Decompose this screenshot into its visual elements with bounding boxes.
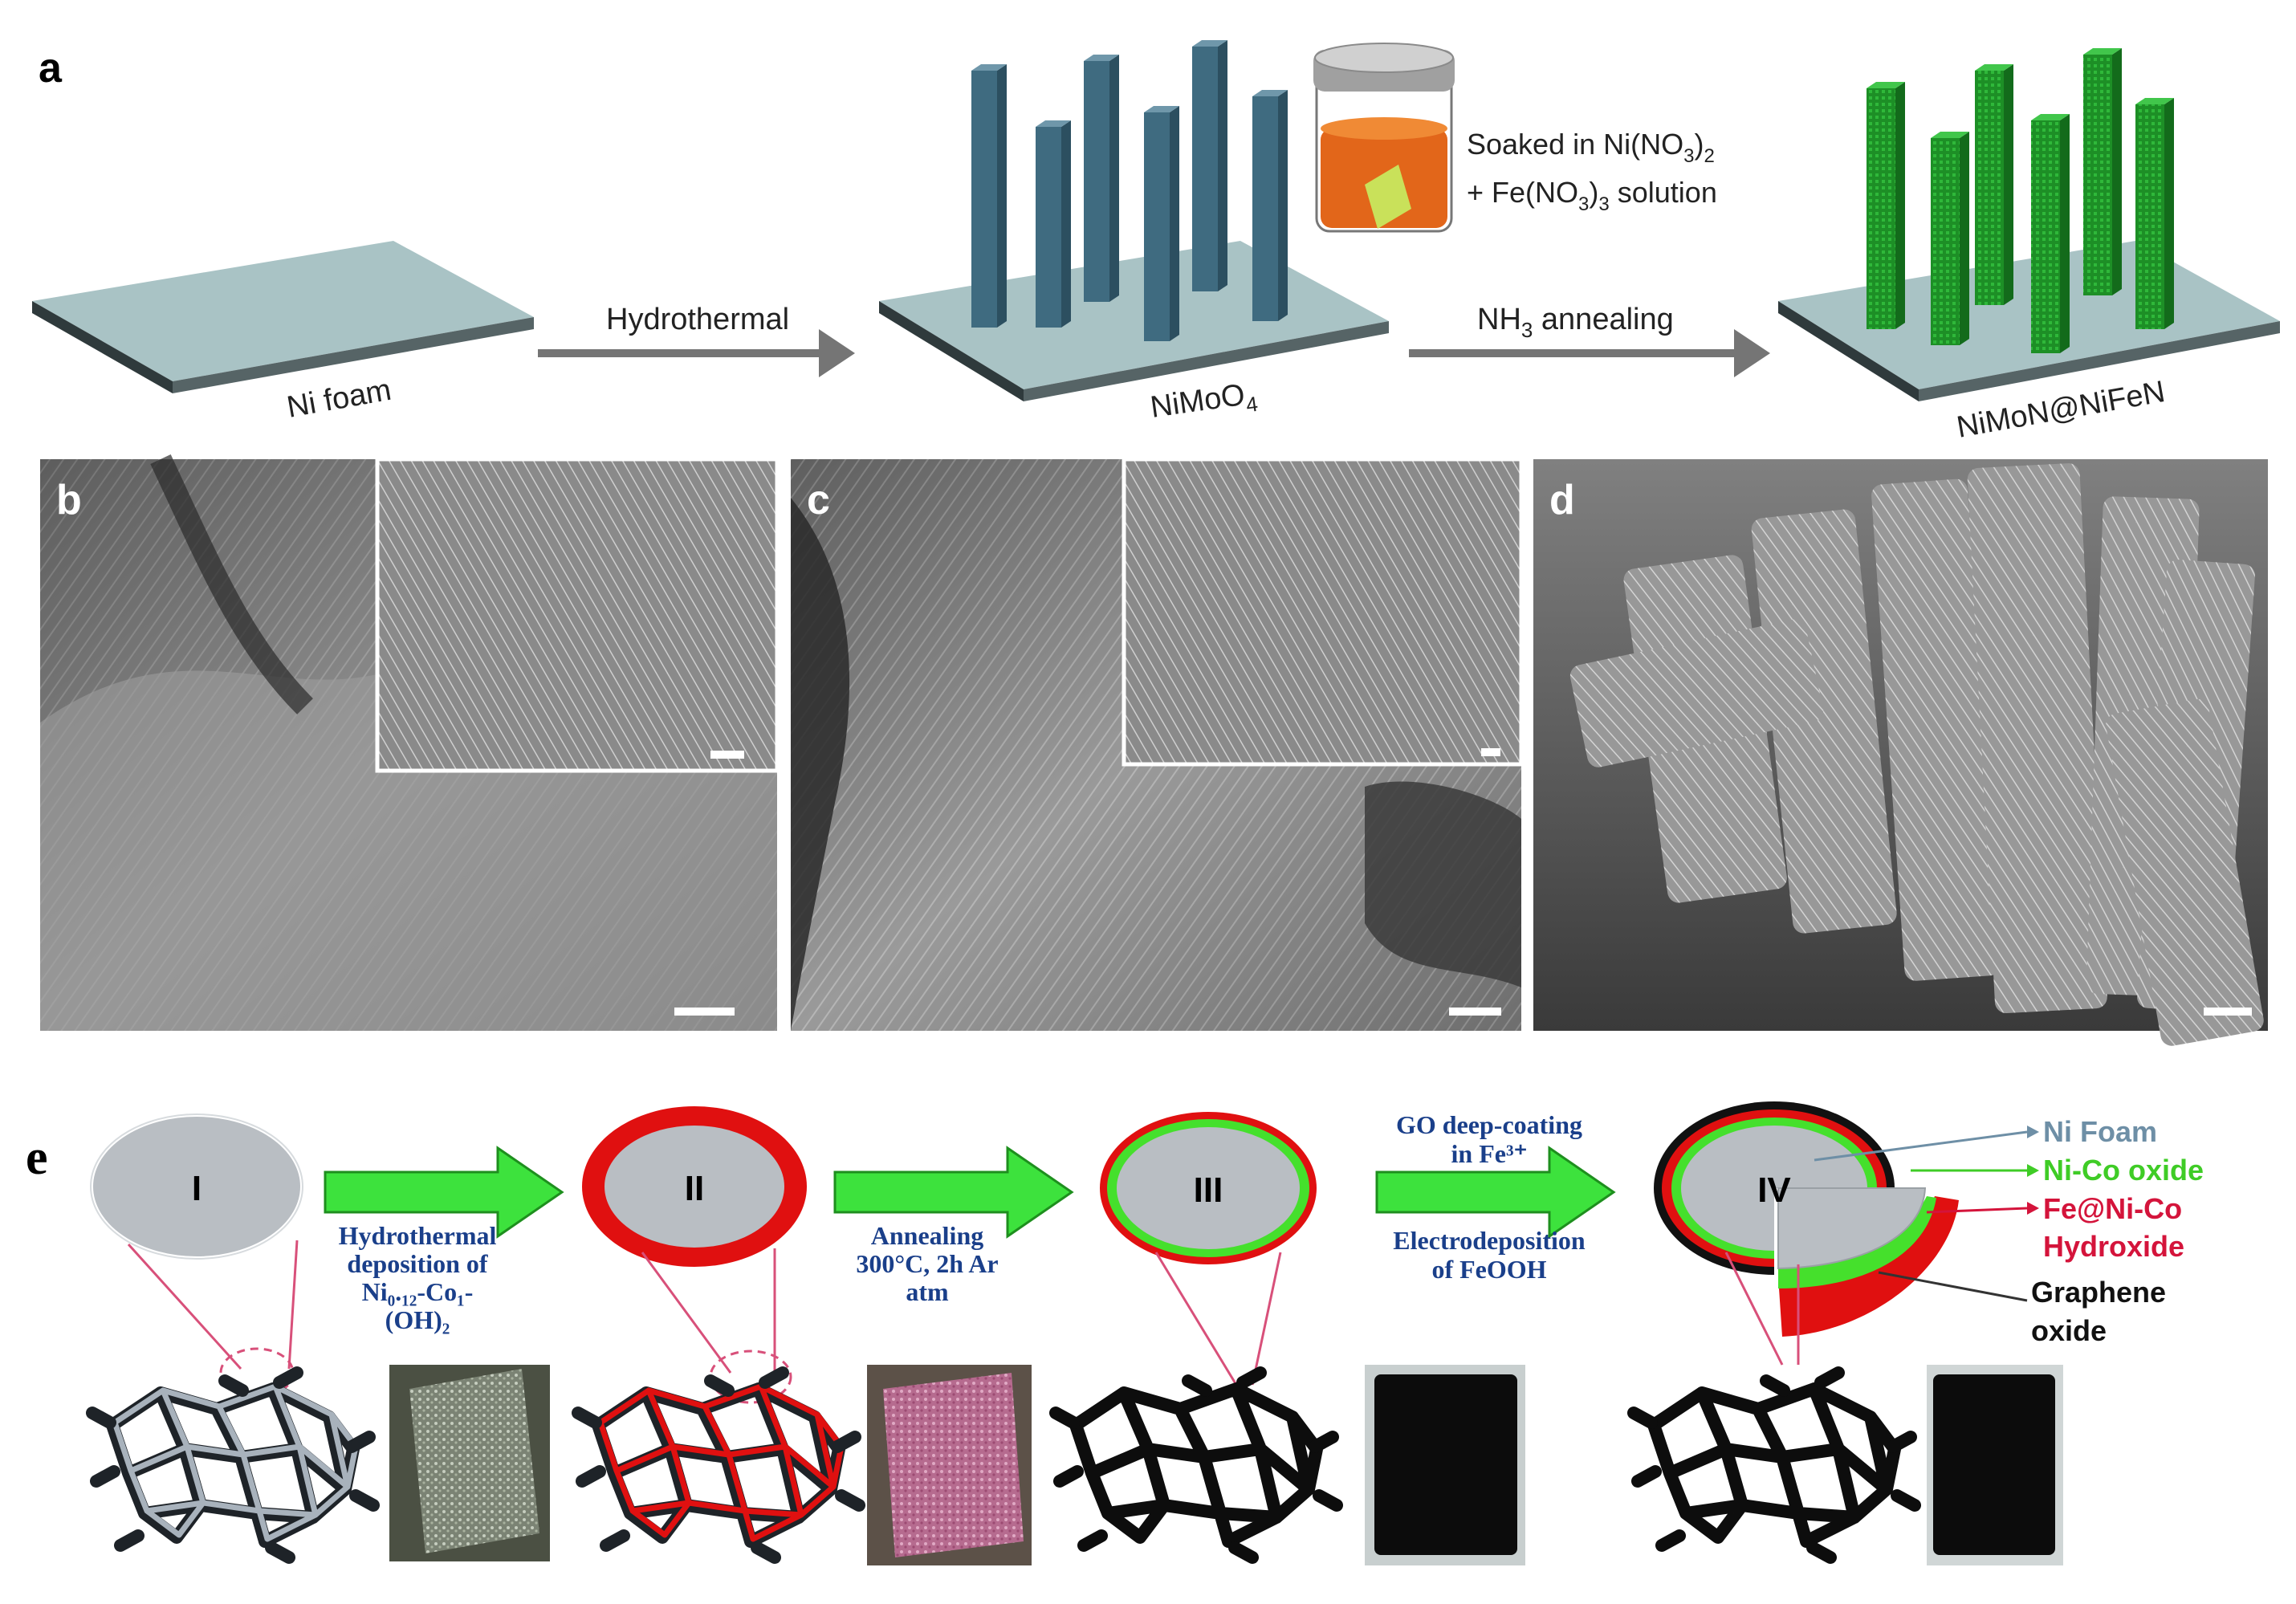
nimon-nifen-rod bbox=[1867, 82, 1905, 329]
svg-text:in Fe³⁺: in Fe³⁺ bbox=[1451, 1139, 1528, 1168]
svg-text:300°C, 2h Ar: 300°C, 2h Ar bbox=[856, 1249, 998, 1278]
nimoo4-rod bbox=[1192, 40, 1227, 291]
stage-ni-foam-label: Ni foam bbox=[284, 373, 393, 425]
legend-graphene-line2: oxide bbox=[2031, 1314, 2107, 1347]
foam-network-final bbox=[1634, 1373, 1915, 1557]
soak-label-line1: Soaked in Ni(NO3)2 bbox=[1467, 128, 1715, 167]
sem-b-label: b bbox=[56, 477, 82, 523]
nimoo4-rod bbox=[1084, 55, 1119, 302]
step1-text: Hydrothermal deposition of Ni₀.₁₂-Co₁- (… bbox=[339, 1221, 497, 1334]
step-nh3-annealing-label: NH3 annealing bbox=[1477, 303, 1674, 342]
nimon-nifen-rod bbox=[2031, 114, 2070, 353]
svg-text:atm: atm bbox=[906, 1277, 949, 1306]
sem-c-label: c bbox=[807, 477, 830, 523]
arrow-nh3-annealing bbox=[1409, 329, 1770, 377]
svg-text:GO deep-coating: GO deep-coating bbox=[1396, 1110, 1582, 1139]
photo-hydroxide-foam bbox=[867, 1365, 1032, 1565]
vial-icon bbox=[1313, 43, 1455, 231]
svg-text:deposition of: deposition of bbox=[347, 1249, 487, 1278]
nimoo4-rod bbox=[971, 64, 1007, 328]
soak-label-line2: + Fe(NO3)3 solution bbox=[1467, 176, 1717, 215]
stage-i-label: I bbox=[192, 1169, 202, 1208]
nimoo4-rod bbox=[1144, 106, 1179, 341]
svg-text:(OH)₂: (OH)₂ bbox=[385, 1305, 450, 1334]
nimon-nifen-rod bbox=[2083, 48, 2122, 295]
legend-fe-hydroxide-line2: Hydroxide bbox=[2043, 1230, 2184, 1263]
sem-image-c bbox=[791, 459, 1521, 1031]
nimon-nifen-array bbox=[1778, 48, 2280, 401]
step2-text: Annealing 300°C, 2h Ar atm bbox=[856, 1221, 998, 1306]
photo-final-foam bbox=[1927, 1365, 2063, 1565]
foam-network-nickel bbox=[92, 1373, 373, 1557]
legend-graphene-line1: Graphene bbox=[2031, 1276, 2166, 1309]
foam-network-annealed bbox=[1056, 1373, 1337, 1557]
arrow-hydrothermal bbox=[538, 329, 855, 377]
ni-foam-slab bbox=[32, 241, 534, 393]
svg-text:Annealing: Annealing bbox=[871, 1221, 983, 1250]
nimoo4-array bbox=[879, 40, 1389, 401]
svg-text:Electrodeposition: Electrodeposition bbox=[1393, 1226, 1586, 1255]
nimon-nifen-rod bbox=[1975, 64, 2013, 305]
stage-ii-label: II bbox=[685, 1169, 704, 1208]
legend-ni-foam: Ni Foam bbox=[2043, 1115, 2157, 1148]
photo-annealed-foam bbox=[1365, 1365, 1525, 1565]
stage-iii-label: III bbox=[1194, 1170, 1223, 1210]
sem-d-label: d bbox=[1549, 477, 1575, 523]
stage-iv-label: IV bbox=[1757, 1170, 1791, 1210]
sem-image-b bbox=[40, 459, 777, 1031]
panel-a-label: a bbox=[39, 45, 63, 92]
foam-network-hydroxide bbox=[578, 1373, 859, 1557]
panel-e-label: e bbox=[26, 1130, 48, 1185]
svg-text:Hydrothermal: Hydrothermal bbox=[339, 1221, 497, 1250]
legend-nico-oxide: Ni-Co oxide bbox=[2043, 1154, 2204, 1187]
nimon-nifen-rod bbox=[1931, 132, 1969, 345]
nimoo4-rod bbox=[1252, 90, 1288, 321]
stage-iv-circle bbox=[1654, 1101, 1959, 1341]
svg-text:Ni₀.₁₂-Co₁-: Ni₀.₁₂-Co₁- bbox=[362, 1277, 474, 1306]
sem-image-d bbox=[1533, 459, 2268, 1048]
step-hydrothermal-label: Hydrothermal bbox=[606, 303, 789, 336]
stage-nimoo4-label: NiMoO4 bbox=[1148, 377, 1259, 430]
legend-fe-hydroxide-line1: Fe@Ni-Co bbox=[2043, 1192, 2182, 1225]
svg-text:of FeOOH: of FeOOH bbox=[1431, 1255, 1546, 1284]
photo-ni-foam bbox=[389, 1365, 550, 1561]
nimoo4-rod bbox=[1036, 120, 1071, 328]
nimon-nifen-rod bbox=[2135, 98, 2174, 329]
